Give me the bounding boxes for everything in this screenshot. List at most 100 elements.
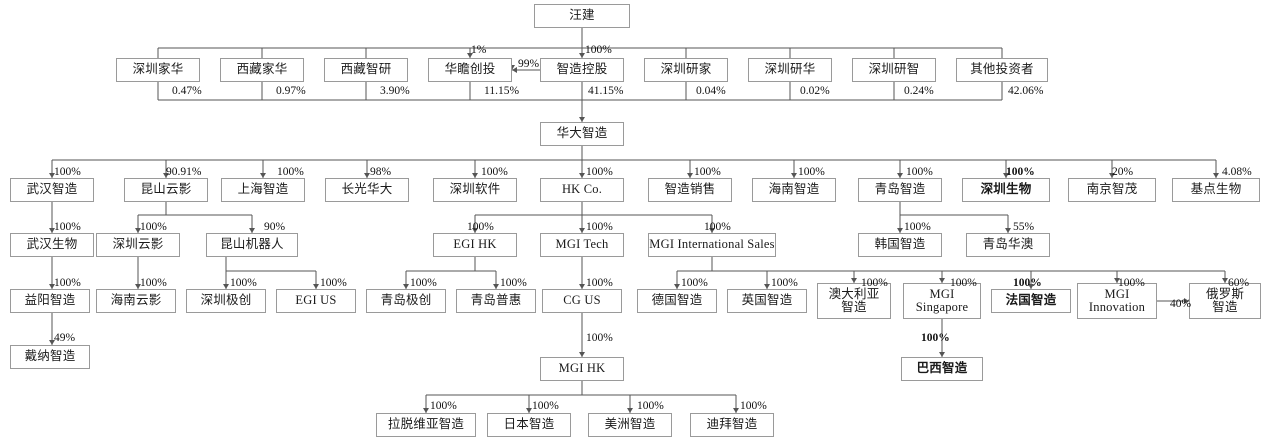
node-shenzhenjiahua[interactable]: 深圳家华: [116, 58, 200, 82]
connector-arrow: [939, 352, 945, 357]
node-mgiinnovation[interactable]: MGI Innovation: [1077, 283, 1157, 319]
pct-cgus: 100%: [586, 277, 613, 289]
node-qingdaohuaao[interactable]: 青岛华澳: [966, 233, 1050, 257]
node-label: 澳大利亚 智造: [828, 286, 880, 314]
node-eluosizhizao[interactable]: 俄罗斯 智造: [1189, 283, 1261, 319]
node-label: 深圳家华: [132, 62, 184, 77]
node-label: 益阳智造: [24, 293, 76, 308]
node-mgisingapore[interactable]: MGI Singapore: [903, 283, 981, 319]
node-huazhanchuangtou[interactable]: 华瞻创投: [428, 58, 512, 82]
node-latuoweiyazhizao[interactable]: 拉脱维亚智造: [376, 413, 476, 437]
node-label: 戴纳智造: [24, 349, 76, 364]
pct-mgitech: 100%: [586, 221, 613, 233]
connector-arrow: [313, 284, 319, 289]
pct-hkco: 100%: [586, 166, 613, 178]
node-hkco[interactable]: HK Co.: [540, 178, 624, 202]
node-hainanzhizao[interactable]: 海南智造: [752, 178, 836, 202]
node-shenzhenshengwu[interactable]: 深圳生物: [962, 178, 1050, 202]
node-jidianshengwu[interactable]: 基点生物: [1172, 178, 1260, 202]
node-label: CG US: [563, 293, 601, 308]
node-label: 华大智造: [556, 126, 608, 141]
node-qitatouzizhe[interactable]: 其他投资者: [956, 58, 1048, 82]
node-label: 巴西智造: [916, 361, 968, 376]
pct-zhizaoxiaoshou: 100%: [694, 166, 721, 178]
node-hainanyunying[interactable]: 海南云影: [96, 289, 176, 313]
pct-hainanzhizao: 100%: [798, 166, 825, 178]
node-wangjian[interactable]: 汪建: [534, 4, 630, 28]
node-label: 长光华大: [341, 182, 393, 197]
node-label: 基点生物: [1190, 182, 1242, 197]
node-shenzhenjichuang[interactable]: 深圳极创: [186, 289, 266, 313]
node-yingguozhizao[interactable]: 英国智造: [727, 289, 807, 313]
node-qingdaozhizao[interactable]: 青岛智造: [858, 178, 942, 202]
node-hanguozhizao[interactable]: 韩国智造: [858, 233, 942, 257]
pct-huazhanchuangtou: 11.15%: [484, 85, 520, 97]
wangjian-to-zhizaokonggu: 100%: [585, 44, 612, 56]
connector-arrow: [939, 278, 945, 283]
connector-arrow-right: [1184, 298, 1189, 304]
node-dibaizhizao[interactable]: 迪拜智造: [690, 413, 774, 437]
pct-aodaliyazhizao: 100%: [861, 277, 888, 289]
node-label: 上海智造: [237, 182, 289, 197]
node-baxizhizao[interactable]: 巴西智造: [901, 357, 983, 381]
connector-arrow: [163, 173, 169, 178]
node-mgiintlsales[interactable]: MGI International Sales: [648, 233, 776, 257]
node-zhizaoxiaoshou[interactable]: 智造销售: [648, 178, 732, 202]
node-kunshanjiqiren[interactable]: 昆山机器人: [206, 233, 298, 257]
node-egihk[interactable]: EGI HK: [433, 233, 517, 257]
pct-changguanghuada: 98%: [370, 166, 392, 178]
node-label: 拉脱维亚智造: [387, 417, 465, 432]
node-qingdaopuhui[interactable]: 青岛普惠: [456, 289, 536, 313]
connector-arrow: [49, 340, 55, 345]
node-huadazhizao[interactable]: 华大智造: [540, 122, 624, 146]
node-meizhouzhizao[interactable]: 美洲智造: [588, 413, 672, 437]
pct-mgisingapore: 100%: [950, 277, 977, 289]
pct-qitatouzizhe: 42.06%: [1008, 85, 1044, 97]
connector-arrow: [364, 173, 370, 178]
pct-mgiintlsales: 100%: [704, 221, 731, 233]
pct-ribenzhizao: 100%: [532, 400, 559, 412]
node-cgus[interactable]: CG US: [542, 289, 622, 313]
node-label: HK Co.: [561, 182, 603, 197]
connector-arrow: [223, 284, 229, 289]
node-xizangjiahua[interactable]: 西藏家华: [220, 58, 304, 82]
node-faguozhizao[interactable]: 法国智造: [991, 289, 1071, 313]
connector-arrow: [526, 408, 532, 413]
node-label: 韩国智造: [874, 237, 926, 252]
pct-meizhouzhizao: 100%: [637, 400, 664, 412]
node-mgitech[interactable]: MGI Tech: [540, 233, 624, 257]
node-shenzhenruanjian[interactable]: 深圳软件: [433, 178, 517, 202]
node-xizangzhiyan[interactable]: 西藏智研: [324, 58, 408, 82]
node-yiyangzhizao[interactable]: 益阳智造: [10, 289, 90, 313]
node-nanjingzhimao[interactable]: 南京智茂: [1068, 178, 1156, 202]
node-dainazhizao[interactable]: 戴纳智造: [10, 345, 90, 369]
node-shenzhenyanhua[interactable]: 深圳研华: [748, 58, 832, 82]
node-wuhanshengwu[interactable]: 武汉生物: [10, 233, 94, 257]
node-label: EGI US: [295, 293, 337, 308]
node-shenzhenyanjia[interactable]: 深圳研家: [644, 58, 728, 82]
connector-arrow: [49, 228, 55, 233]
node-changguanghuada[interactable]: 长光华大: [325, 178, 409, 202]
pct-kunshanjiqiren: 90%: [264, 221, 286, 233]
node-shenzhenyunying[interactable]: 深圳云影: [96, 233, 180, 257]
node-mgihk[interactable]: MGI HK: [540, 357, 624, 381]
pct-qingdaozhizao: 100%: [906, 166, 933, 178]
pct-xizangjiahua: 0.97%: [276, 85, 306, 97]
node-deguozhizao[interactable]: 德国智造: [637, 289, 717, 313]
node-ribenzhizao[interactable]: 日本智造: [487, 413, 571, 437]
node-zhizaokonggu[interactable]: 智造控股: [540, 58, 624, 82]
node-shanghaizhizao[interactable]: 上海智造: [221, 178, 305, 202]
node-qingdaojichuang[interactable]: 青岛极创: [366, 289, 446, 313]
node-label: 西藏家华: [236, 62, 288, 77]
node-kunshanyunying[interactable]: 昆山云影: [124, 178, 208, 202]
node-egius[interactable]: EGI US: [276, 289, 356, 313]
node-wuhanzhizao[interactable]: 武汉智造: [10, 178, 94, 202]
connector-arrow: [627, 408, 633, 413]
node-label: MGI Innovation: [1088, 286, 1146, 314]
node-shenzhenyanzhi[interactable]: 深圳研智: [852, 58, 936, 82]
node-label: 深圳生物: [980, 182, 1032, 197]
connector-arrow: [579, 352, 585, 357]
connector-arrow: [249, 228, 255, 233]
pct-mgiinnovation: 100%: [1118, 277, 1145, 289]
node-aodaliyazhizao[interactable]: 澳大利亚 智造: [817, 283, 891, 319]
